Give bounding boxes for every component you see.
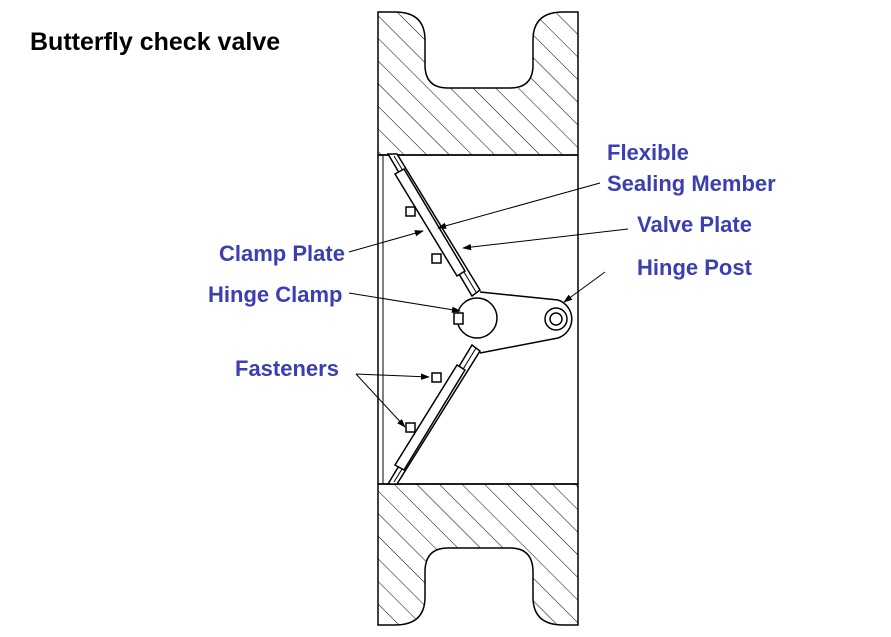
label-valve-plate: Valve Plate (637, 212, 752, 237)
leader-hinge-clamp (348, 292, 461, 313)
leader-lines (348, 182, 629, 428)
label-hinge-post: Hinge Post (637, 255, 752, 280)
upper-valve-plate (386, 153, 481, 298)
leader-valve-plate (462, 228, 629, 251)
leader-fasteners-upper (355, 373, 430, 380)
leader-flexible-sealing (437, 182, 601, 229)
lower-valve-plate (386, 343, 482, 485)
hinge-bracket (479, 291, 573, 354)
label-flexible-sealing-member: Flexible Sealing Member (607, 137, 776, 199)
hinge-clamp-tab (453, 312, 464, 325)
hinge-post-inner (549, 312, 563, 326)
label-fasteners: Fasteners (235, 356, 339, 381)
diagram-title: Butterfly check valve (30, 28, 281, 56)
leader-hinge-post (563, 271, 606, 303)
valve-bore (377, 154, 579, 485)
label-flexible-line1: Flexible (607, 140, 689, 165)
label-clamp-plate: Clamp Plate (219, 241, 345, 266)
bottom-flange-section (377, 483, 579, 626)
label-flexible-line2: Sealing Member (607, 171, 776, 196)
top-flange-section (377, 11, 579, 156)
label-hinge-clamp: Hinge Clamp (208, 282, 343, 307)
leader-fasteners-lower (355, 373, 406, 428)
leader-clamp-plate (348, 230, 424, 253)
